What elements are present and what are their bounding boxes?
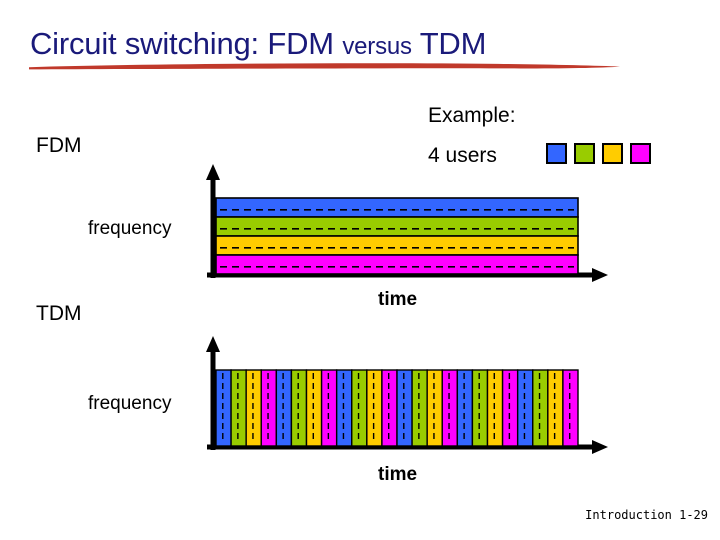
example-label: Example: bbox=[428, 104, 516, 127]
legend-swatch-group bbox=[546, 143, 651, 164]
tdm-slot-6-user-2 bbox=[290, 369, 308, 447]
fdm-band-user-2 bbox=[215, 216, 579, 237]
legend-swatch-user-2 bbox=[574, 143, 595, 164]
page-title-versus: versus bbox=[342, 33, 412, 60]
fdm-band-user-4 bbox=[215, 254, 579, 275]
tdm-slot-11-user-3 bbox=[366, 369, 383, 447]
fdm-y-axis bbox=[206, 164, 220, 278]
fdm-band-user-1 bbox=[215, 197, 579, 218]
tdm-slot-7-user-3 bbox=[305, 369, 323, 447]
tdm-y-axis-label: frequency bbox=[88, 393, 172, 414]
fdm-x-axis-label: time bbox=[378, 289, 418, 310]
tdm-slot-8-user-4 bbox=[320, 369, 338, 447]
fdm-band-group bbox=[215, 197, 579, 275]
tdm-y-axis bbox=[206, 336, 220, 450]
legend-swatch-user-4 bbox=[630, 143, 651, 164]
fdm-section-label: FDM bbox=[36, 134, 82, 157]
tdm-slot-1-user-1 bbox=[215, 369, 232, 447]
tdm-x-axis bbox=[207, 440, 608, 454]
tdm-slot-19-user-3 bbox=[486, 369, 504, 447]
fdm-y-axis-label: frequency bbox=[88, 218, 172, 239]
tdm-slot-2-user-2 bbox=[230, 369, 247, 447]
tdm-slot-12-user-4 bbox=[381, 369, 398, 447]
tdm-slot-14-user-2 bbox=[411, 369, 428, 447]
tdm-slot-group bbox=[215, 369, 579, 447]
legend-swatch-user-3 bbox=[602, 143, 623, 164]
tdm-slot-21-user-1 bbox=[516, 369, 534, 447]
tdm-slot-24-user-4 bbox=[562, 369, 579, 447]
page-title-part-2: TDM bbox=[411, 26, 487, 61]
fdm-band-user-3 bbox=[215, 235, 579, 256]
fdm-chart bbox=[206, 164, 608, 282]
tdm-slot-10-user-2 bbox=[351, 369, 368, 447]
fdm-x-axis bbox=[207, 268, 608, 282]
tdm-x-axis-label: time bbox=[378, 464, 418, 485]
users-count-label: 4 users bbox=[428, 144, 497, 167]
tdm-chart bbox=[206, 336, 608, 454]
page-title: Circuit switching: FDM versus TDM bbox=[30, 26, 486, 65]
tdm-slot-20-user-4 bbox=[501, 369, 519, 447]
legend-swatch-user-1 bbox=[546, 143, 567, 164]
tdm-slot-17-user-1 bbox=[456, 369, 474, 447]
page-title-part-1: Circuit switching: FDM bbox=[30, 26, 343, 61]
tdm-slot-3-user-3 bbox=[245, 369, 262, 447]
tdm-slot-18-user-2 bbox=[471, 369, 489, 447]
tdm-slot-5-user-1 bbox=[275, 369, 293, 447]
title-underline-decoration bbox=[29, 63, 620, 70]
tdm-slot-23-user-3 bbox=[547, 369, 564, 447]
tdm-section-label: TDM bbox=[36, 302, 82, 325]
tdm-slot-16-user-4 bbox=[441, 369, 459, 447]
tdm-slot-22-user-2 bbox=[532, 369, 549, 447]
tdm-slot-9-user-1 bbox=[335, 369, 353, 447]
tdm-slot-15-user-3 bbox=[426, 369, 443, 447]
tdm-slot-4-user-4 bbox=[260, 369, 278, 447]
footer-note: Introduction 1-29 bbox=[585, 508, 708, 522]
tdm-slot-13-user-1 bbox=[396, 369, 413, 447]
